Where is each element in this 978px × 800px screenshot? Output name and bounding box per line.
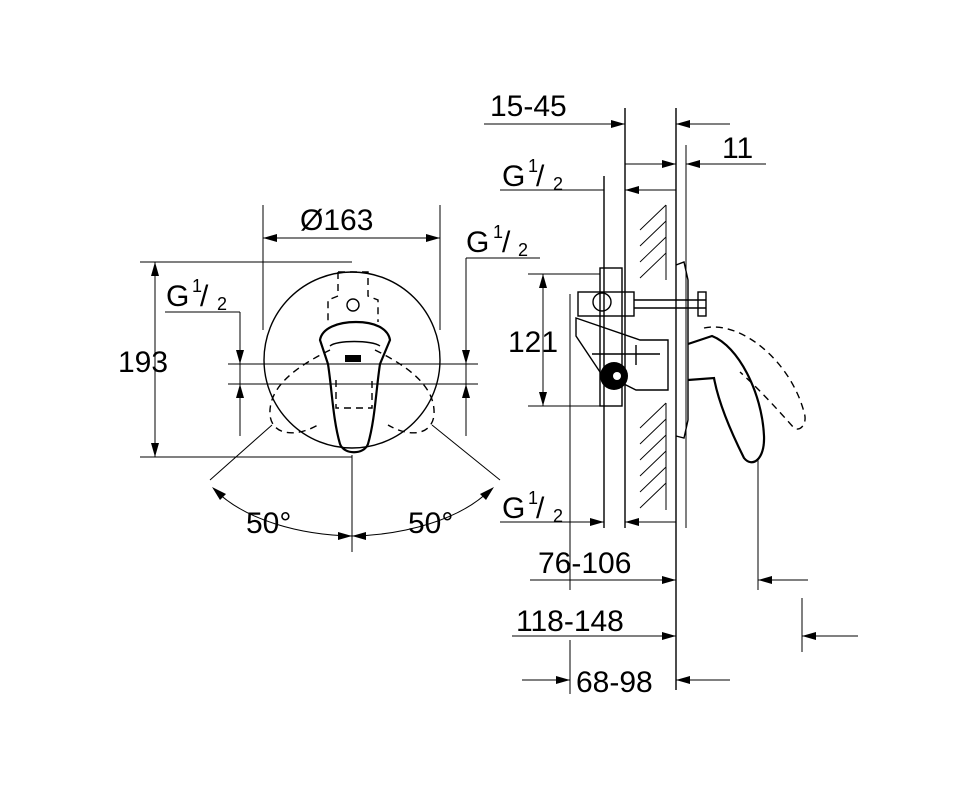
svg-text:2: 2 — [553, 174, 563, 194]
lever-side-rotation — [703, 326, 806, 430]
svg-text:G: G — [502, 492, 525, 525]
plate-thickness-label: 11 — [722, 132, 753, 165]
wall-range-label: 15-45 — [490, 90, 567, 123]
wall-hatching — [639, 204, 667, 510]
port-label-right: G 1 / 2 — [466, 222, 528, 260]
lever-handle-inner — [329, 340, 381, 347]
side-view: 15-45 11 G 1 / 2 121 G 1 / — [484, 90, 858, 699]
cartridge-outline — [327, 271, 379, 409]
lever-side-profile — [687, 334, 766, 464]
lever-handle — [318, 320, 392, 454]
svg-text:1: 1 — [493, 222, 503, 242]
port-label-top: G 1 / 2 — [502, 156, 563, 194]
svg-text:/: / — [502, 226, 511, 259]
valve-body — [575, 267, 707, 407]
svg-text:1: 1 — [528, 488, 538, 508]
cartridge-screw — [346, 298, 360, 312]
body-height-label: 121 — [508, 326, 558, 359]
svg-text:2: 2 — [217, 294, 227, 314]
svg-text:2: 2 — [553, 506, 563, 526]
svg-text:/: / — [536, 160, 545, 193]
height-label: 193 — [118, 346, 168, 379]
port-label-bottom: G 1 / 2 — [502, 488, 563, 526]
port-connector-upper — [592, 292, 612, 312]
angle-label-left: 50° — [246, 507, 291, 540]
svg-text:G: G — [502, 160, 525, 193]
angle-label-right: 50° — [408, 507, 453, 540]
brand-logo-mark — [345, 355, 361, 362]
port-label-left: G 1 / 2 — [166, 276, 227, 314]
depth-c-label: 68-98 — [576, 666, 653, 699]
diameter-label: Ø163 — [300, 204, 373, 237]
svg-text:G: G — [166, 280, 189, 313]
front-view: Ø163 193 G 1 / 2 G 1 / 2 — [118, 204, 540, 552]
svg-text:/: / — [536, 492, 545, 525]
svg-text:1: 1 — [528, 156, 538, 176]
depth-a-label: 76-106 — [538, 547, 631, 580]
svg-text:1: 1 — [192, 276, 202, 296]
depth-b-label: 118-148 — [516, 605, 624, 638]
handle-rotation-right — [374, 349, 435, 434]
svg-text:2: 2 — [518, 240, 528, 260]
escutcheon-profile — [675, 261, 689, 439]
svg-text:G: G — [466, 226, 489, 259]
svg-text:/: / — [200, 280, 209, 313]
handle-rotation-left — [269, 349, 331, 434]
